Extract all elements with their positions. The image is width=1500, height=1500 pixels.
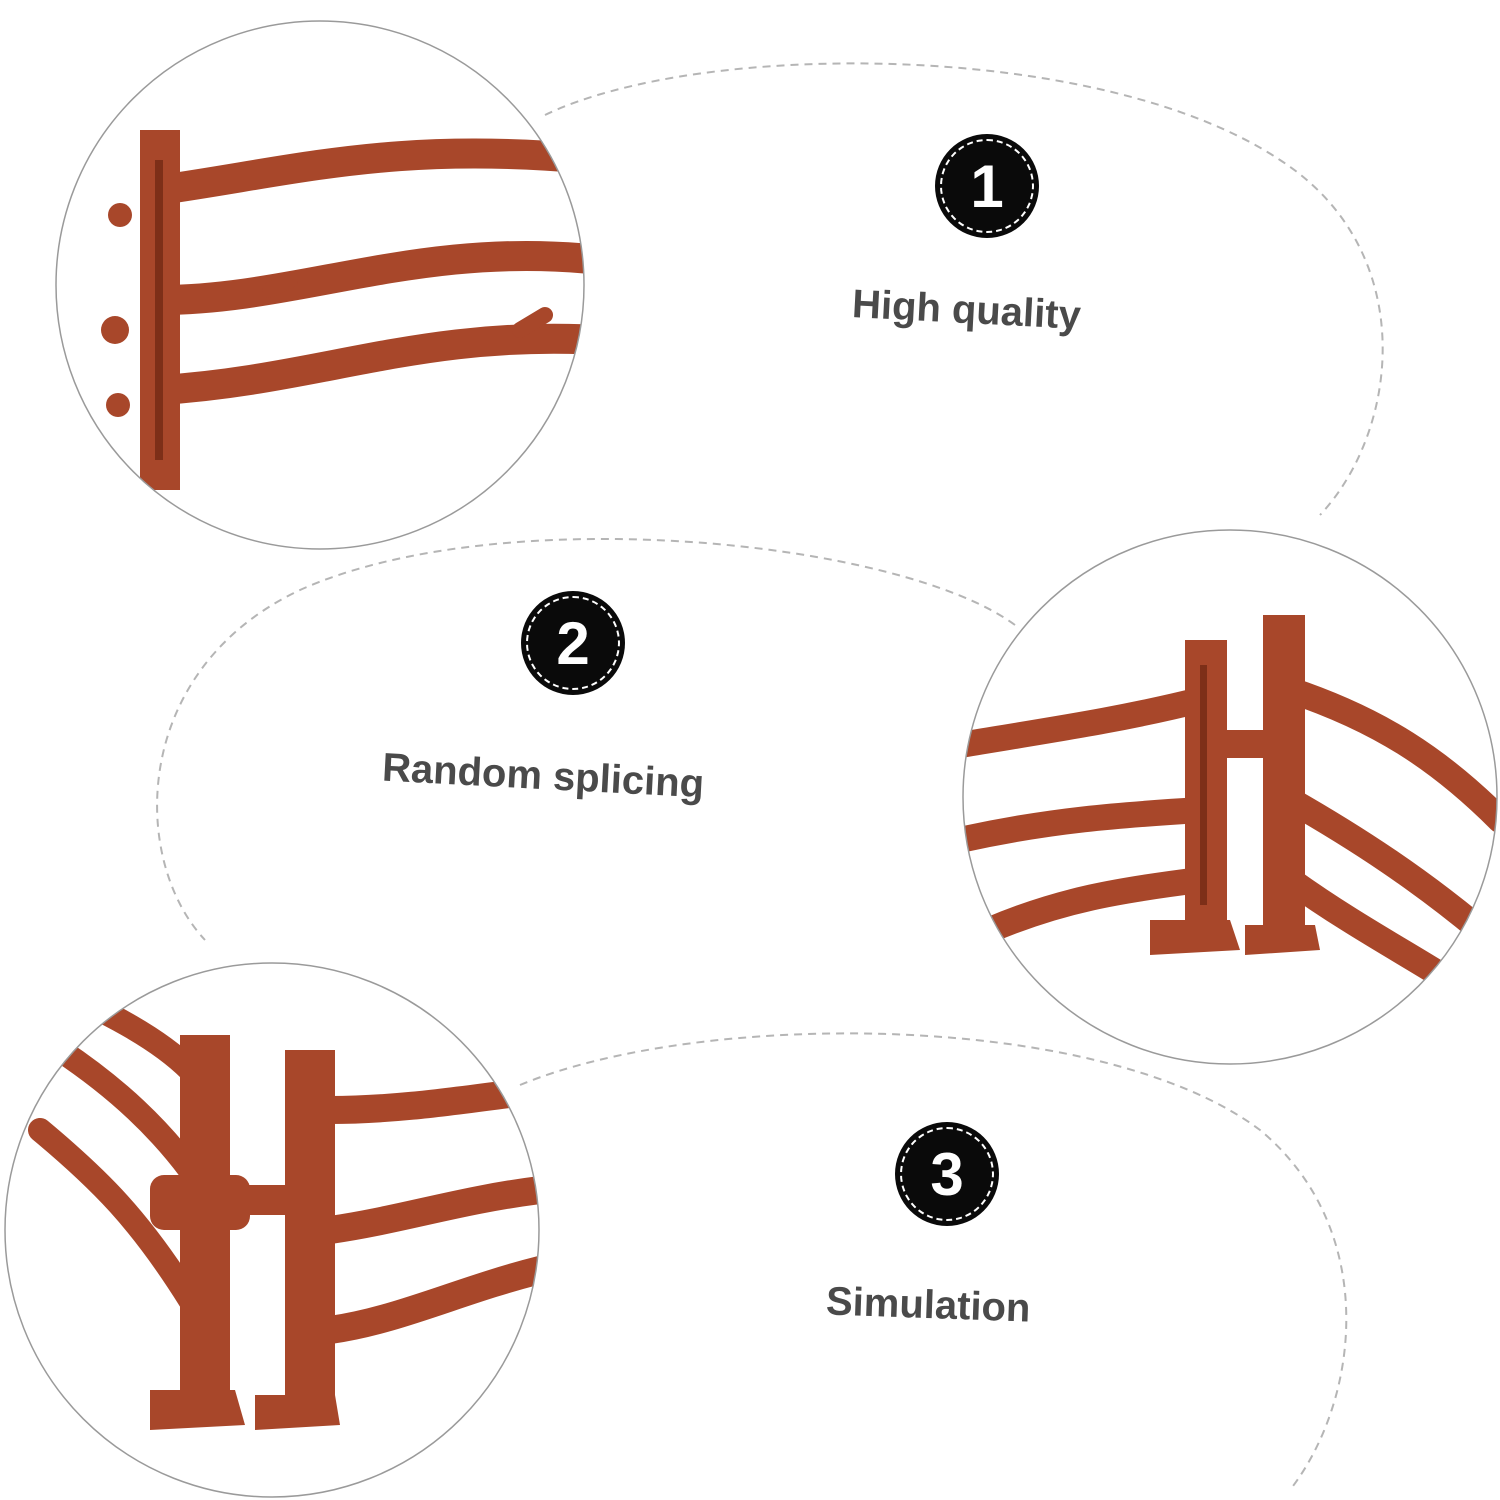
badge-number: 1 xyxy=(970,152,1004,220)
dashed-arc-1 xyxy=(544,62,1384,516)
fence-closeup-1 xyxy=(101,130,584,490)
dashed-arc-2 xyxy=(156,537,1016,941)
number-badge-3: 3 xyxy=(895,1122,999,1226)
badge-number: 3 xyxy=(930,1140,964,1208)
number-badge-1: 1 xyxy=(935,134,1039,238)
dashed-arc-3 xyxy=(519,1032,1348,1491)
number-badge-2: 2 xyxy=(521,591,625,695)
feature-label-simulation: Simulation xyxy=(825,1279,1032,1331)
fence-closeup-3 xyxy=(28,998,539,1430)
fence-closeup-2 xyxy=(963,615,1497,1013)
badge-number: 2 xyxy=(556,609,590,677)
